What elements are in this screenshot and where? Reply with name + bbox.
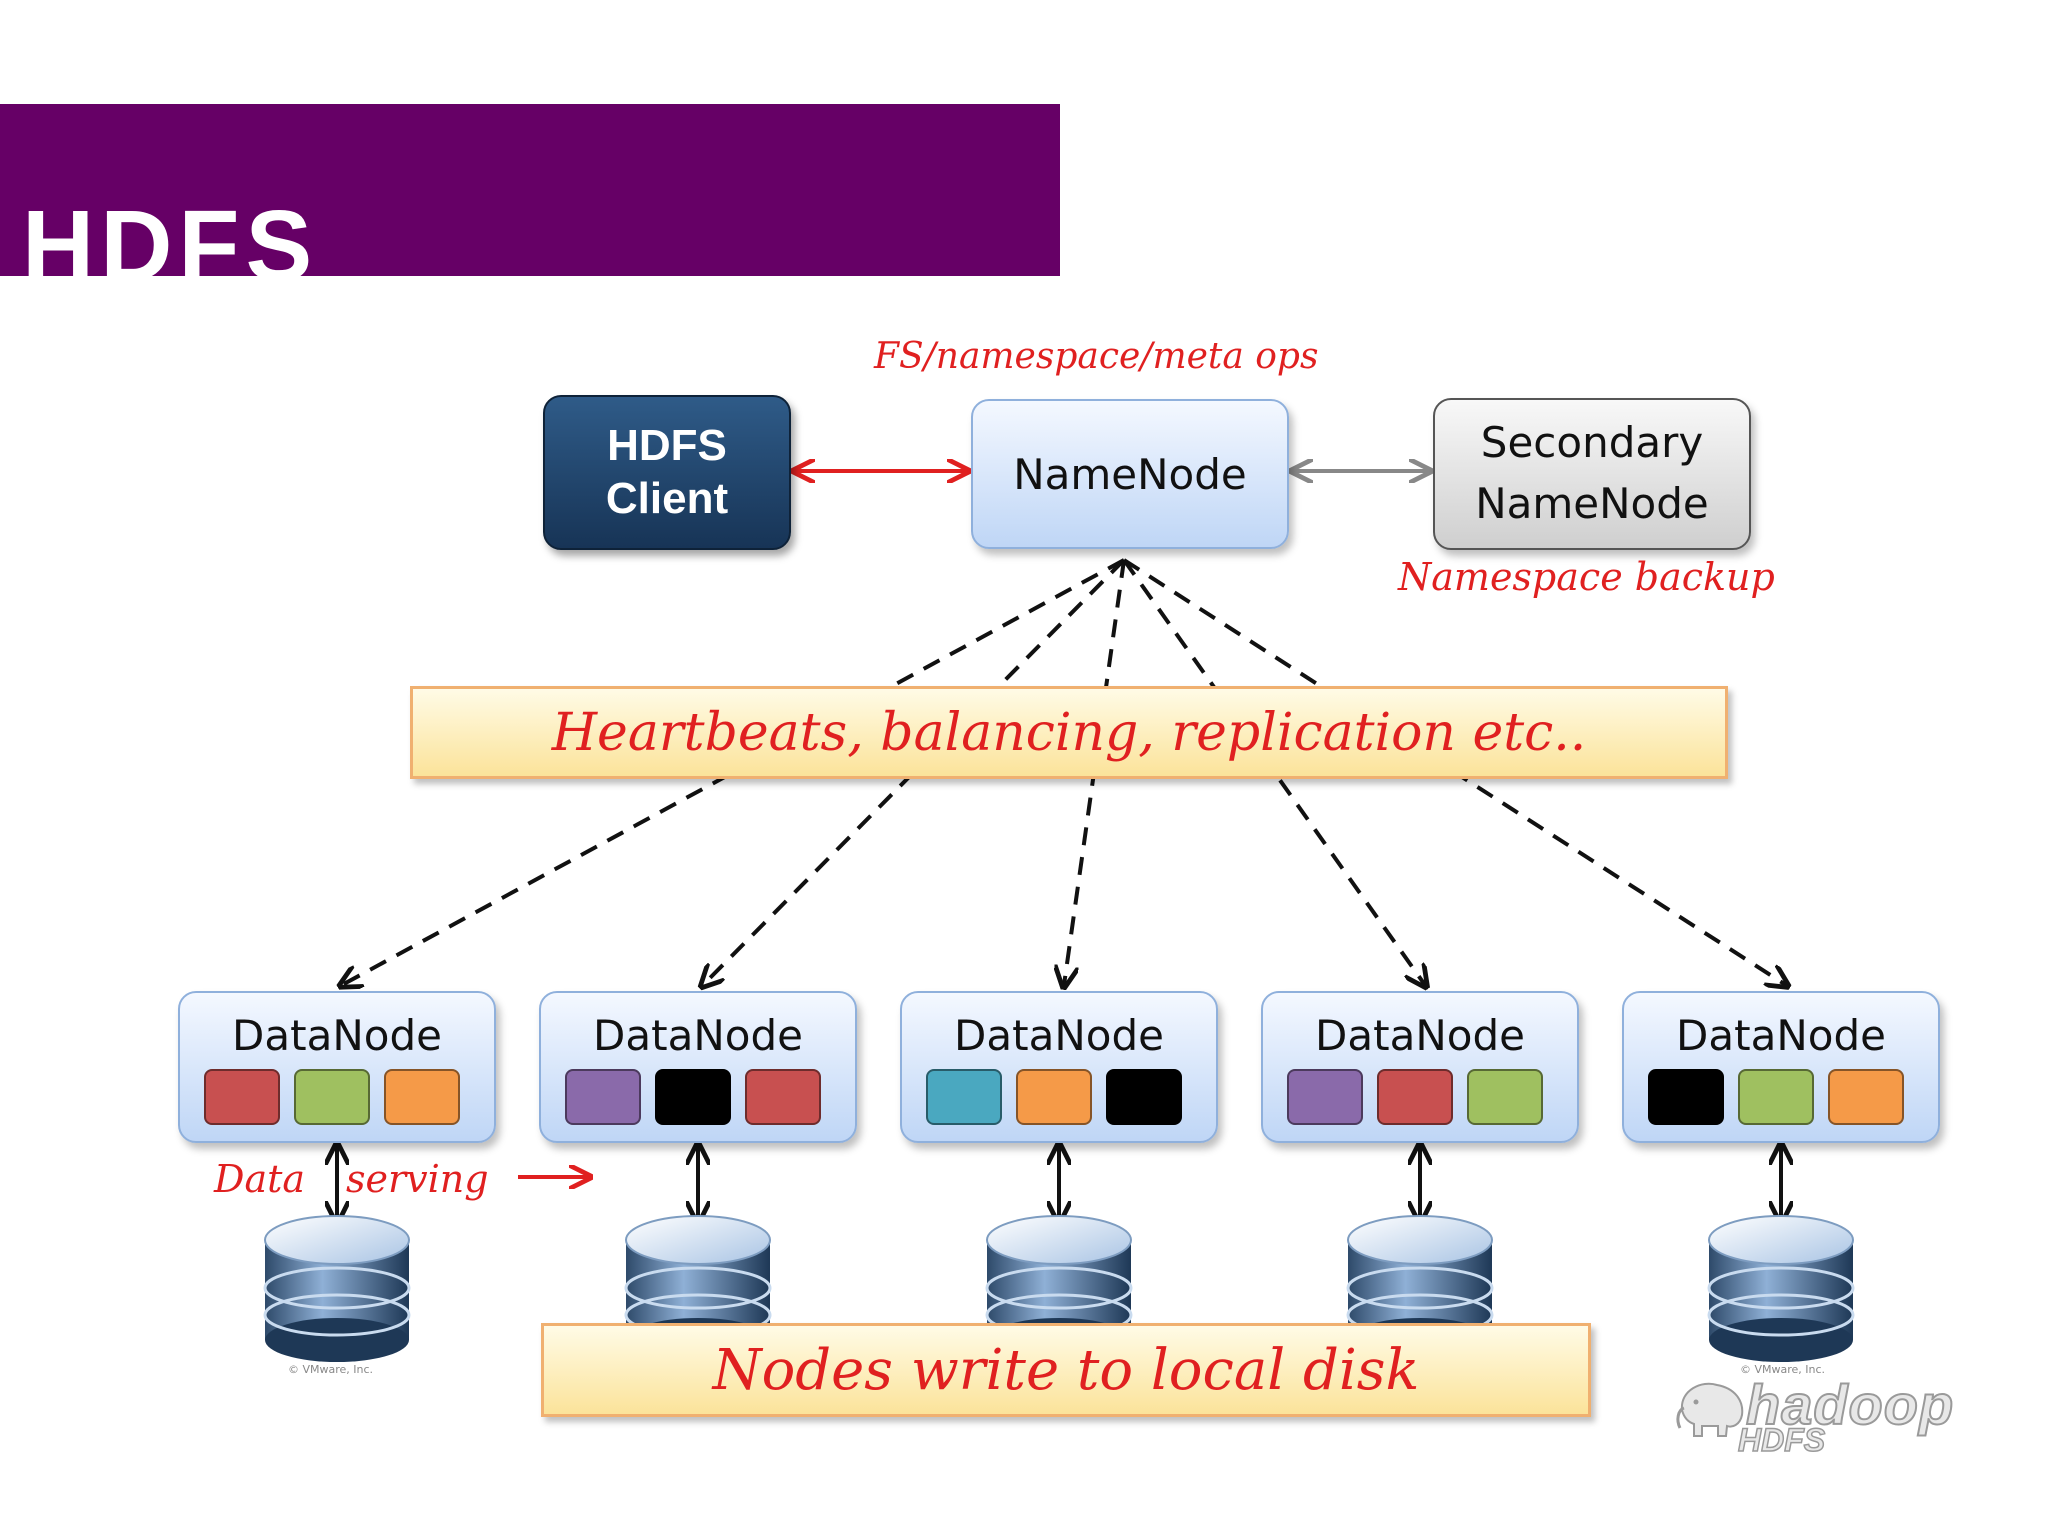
vmware-copyright: © VMware, Inc. xyxy=(1740,1363,1826,1376)
data-block xyxy=(1467,1069,1543,1125)
datanode-label: DataNode xyxy=(232,1011,442,1060)
secondary-namenode-line1: Secondary xyxy=(1480,418,1704,468)
local-disk-banner-text: Nodes write to local disk xyxy=(712,1337,1420,1403)
hadoop-logo: hadoop HDFS xyxy=(1672,1360,1972,1460)
secondary-namenode-box: Secondary NameNode xyxy=(1433,398,1751,550)
data-block xyxy=(926,1069,1002,1125)
data-block xyxy=(204,1069,280,1125)
data-block xyxy=(1738,1069,1814,1125)
data-block xyxy=(1016,1069,1092,1125)
datanode-label: DataNode xyxy=(954,1011,1164,1060)
data-block xyxy=(745,1069,821,1125)
data-block xyxy=(565,1069,641,1125)
local-disk-banner: Nodes write to local disk xyxy=(541,1323,1591,1417)
heartbeats-banner-text: Heartbeats, balancing, replication etc.. xyxy=(551,702,1587,763)
datanode-label: DataNode xyxy=(593,1011,803,1060)
datanode-box-1: DataNode xyxy=(178,991,496,1143)
hadoop-logo-text: hadoop xyxy=(1745,1372,1955,1437)
datanode-label: DataNode xyxy=(1315,1011,1525,1060)
namespace-backup-annotation: Namespace backup xyxy=(1398,555,1775,599)
data-block xyxy=(1648,1069,1724,1125)
secondary-namenode-line2: NameNode xyxy=(1475,479,1709,528)
disk-icon xyxy=(263,1215,411,1362)
data-block xyxy=(1287,1069,1363,1125)
elephant-icon xyxy=(1676,1382,1744,1437)
namenode-label: NameNode xyxy=(1013,449,1247,499)
hdfs-client-label-line1: HDFS xyxy=(607,420,727,470)
vmware-copyright: © VMware, Inc. xyxy=(288,1363,374,1376)
hdfs-client-box: HDFS Client xyxy=(543,395,791,550)
data-block xyxy=(1377,1069,1453,1125)
datanode-box-5: DataNode xyxy=(1622,991,1940,1143)
hdfs-client-label-line2: Client xyxy=(605,473,729,523)
datanode-box-4: DataNode xyxy=(1261,991,1579,1143)
heartbeats-banner: Heartbeats, balancing, replication etc.. xyxy=(410,686,1728,779)
data-block xyxy=(384,1069,460,1125)
namenode-box: NameNode xyxy=(971,399,1289,549)
title-bar xyxy=(0,104,1060,276)
data-block xyxy=(294,1069,370,1125)
disk-icon xyxy=(1707,1215,1855,1362)
data-block xyxy=(1828,1069,1904,1125)
disk-arrows xyxy=(337,1146,1781,1220)
datanode-label: DataNode xyxy=(1676,1011,1886,1060)
datanode-box-3: DataNode xyxy=(900,991,1218,1143)
datanode-box-2: DataNode xyxy=(539,991,857,1143)
data-block xyxy=(655,1069,731,1125)
data-annotation: Data xyxy=(214,1157,306,1201)
fs-ops-annotation: FS/namespace/meta ops xyxy=(874,336,1319,377)
hadoop-logo-subtext: HDFS xyxy=(1737,1421,1826,1459)
data-block xyxy=(1106,1069,1182,1125)
slide-title: HDFS xyxy=(22,190,319,302)
serving-annotation: serving xyxy=(346,1157,489,1201)
